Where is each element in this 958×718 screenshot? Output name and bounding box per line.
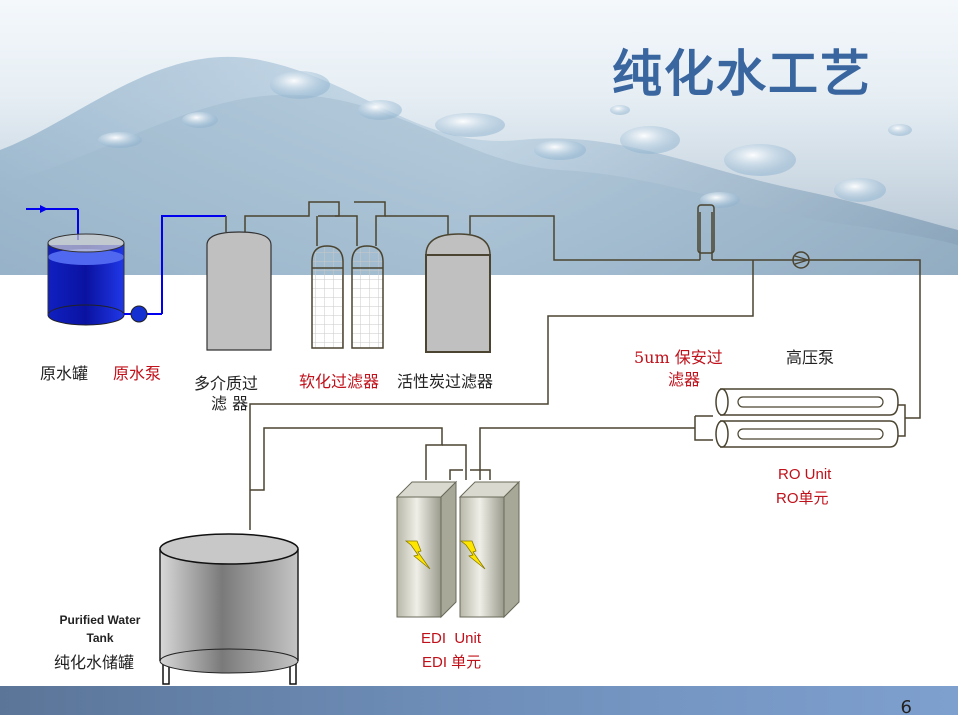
high-pressure-pump-label: 高压泵 <box>786 348 835 367</box>
carbon-filter-label: 活性炭过滤器 <box>397 372 494 391</box>
pump-icon <box>130 305 148 323</box>
ro-unit-label-en: RO Unit <box>778 466 832 483</box>
page-number: 6 <box>900 697 912 718</box>
edi-unit <box>395 480 521 619</box>
multimedia-filter-label-1: 多介质过 <box>194 374 259 393</box>
softener-filter-label: 软化过滤器 <box>299 372 380 391</box>
ro-unit <box>715 388 906 448</box>
multimedia-filter <box>206 231 272 351</box>
piping <box>225 201 921 530</box>
raw-water-pump-label: 原水泵 <box>113 364 162 383</box>
security-filter-label-1: 5um 保安过 <box>634 348 723 367</box>
arrow-right-icon <box>40 205 48 213</box>
security-filter-label-2: 滤器 <box>668 370 701 389</box>
raw-water-tank-label: 原水罐 <box>40 364 89 383</box>
purified-tank-label-cn: 纯化水储罐 <box>54 653 135 672</box>
ro-unit-label-cn: RO单元 <box>776 490 829 507</box>
edi-unit-label-cn: EDI 单元 <box>422 654 482 671</box>
carbon-filter <box>425 233 491 353</box>
footer-bar <box>0 686 958 715</box>
purified-water-tank <box>159 533 299 685</box>
header-banner <box>0 0 958 275</box>
raw-water-pump <box>124 215 226 323</box>
purified-tank-label-en-1: Purified Water <box>59 613 141 627</box>
page-title: 纯化水工艺 <box>612 45 872 103</box>
softener-filter <box>311 245 384 349</box>
edi-unit-label-en: EDI Unit <box>421 630 482 647</box>
lightning-bolt-icon <box>459 540 486 570</box>
multimedia-filter-label-2: 滤 器 <box>211 394 249 413</box>
raw-water-tank <box>47 233 125 326</box>
water-wave-decoration <box>0 56 958 275</box>
lightning-bolt-icon <box>404 540 431 570</box>
purified-tank-label-en-2: Tank <box>86 631 114 645</box>
